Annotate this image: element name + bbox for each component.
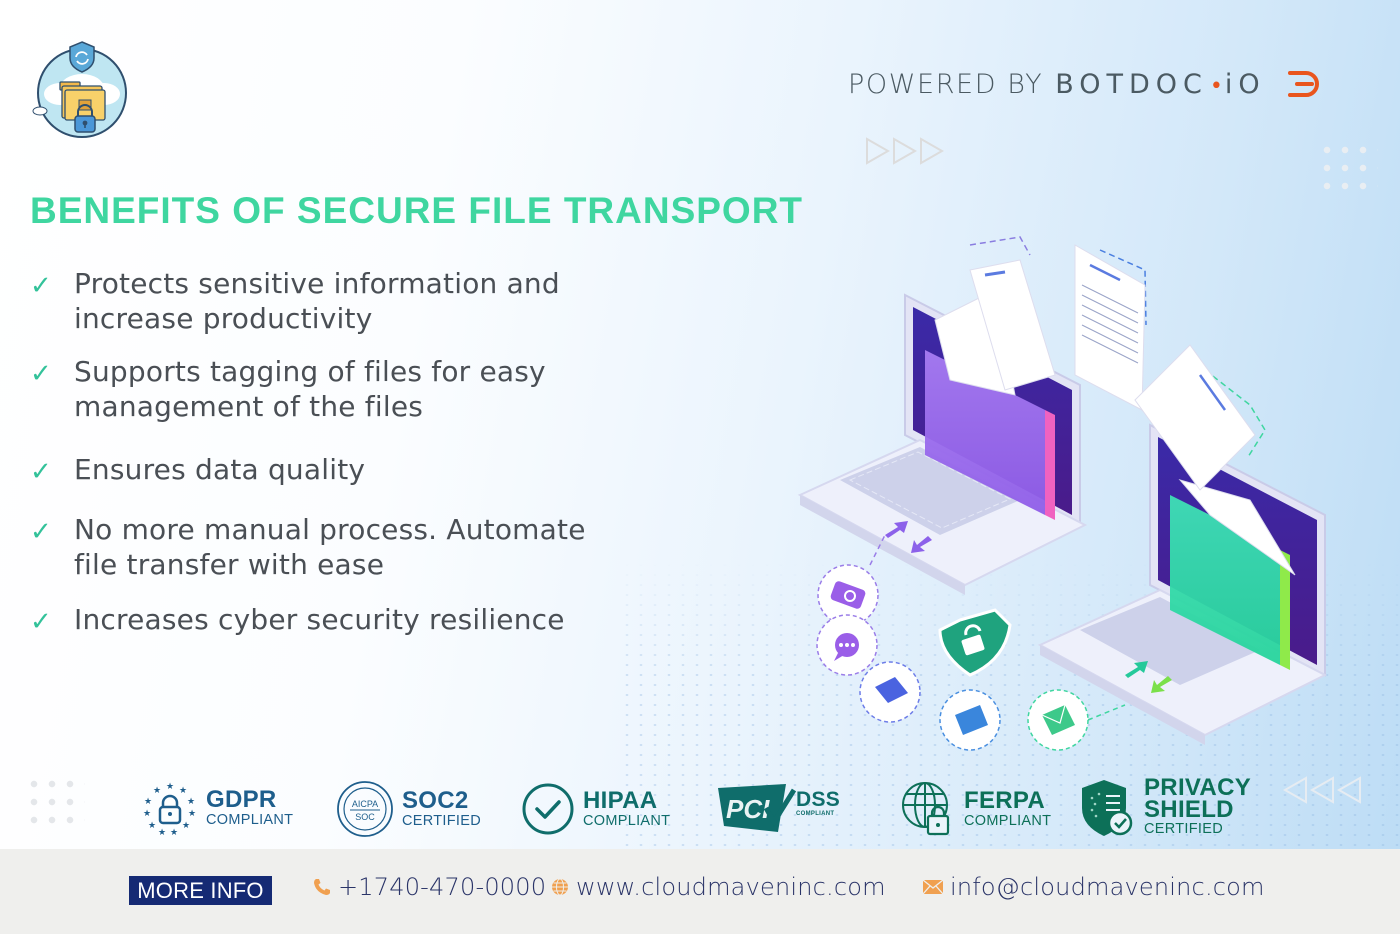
phone-icon bbox=[312, 877, 332, 897]
svg-text:★: ★ bbox=[158, 828, 166, 836]
pci-dss-badge: PCI DSS COMPLIANT bbox=[716, 782, 840, 834]
powered-by-botdoc: POWERED BY BOTDOC•iO bbox=[848, 64, 1320, 104]
ferpa-title: FERPA bbox=[964, 787, 1046, 815]
email-contact[interactable]: info@cloudmaveninc.com bbox=[922, 873, 1265, 901]
right-laptop bbox=[1037, 344, 1328, 745]
svg-text:★: ★ bbox=[143, 809, 151, 819]
checkmark-icon: ✓ bbox=[30, 271, 52, 301]
brand-dot: • bbox=[1209, 73, 1223, 99]
pci-dss-subtitle: COMPLIANT bbox=[796, 811, 835, 817]
svg-text:★: ★ bbox=[153, 786, 161, 796]
privacy-shield-badge: PRIVACY SHIELD CERTIFIED bbox=[1080, 774, 1252, 838]
privacy-shield-title-line2: SHIELD bbox=[1144, 796, 1234, 824]
brand-name: BOTDOC•iO bbox=[1055, 68, 1266, 100]
botdoc-logo-icon bbox=[1287, 71, 1319, 97]
soc2-subtitle: CERTIFIED bbox=[402, 813, 481, 830]
website-contact[interactable]: www.cloudmaveninc.com bbox=[550, 873, 886, 901]
svg-text:PCI: PCI bbox=[726, 794, 770, 824]
ferpa-badge: FERPA COMPLIANT bbox=[900, 780, 1051, 838]
phone-contact[interactable]: +1740-470-0000 bbox=[312, 873, 546, 901]
privacy-shield-title-line1: PRIVACY bbox=[1144, 774, 1252, 802]
benefit-text-line: Protects sensitive information and bbox=[74, 267, 560, 300]
email-link[interactable]: info@cloudmaveninc.com bbox=[950, 873, 1265, 901]
gdpr-lock-stars-icon: ★ ★ ★ ★ ★ ★ ★ ★ ★ ★ ★ bbox=[143, 782, 196, 836]
left-laptop bbox=[797, 259, 1088, 595]
ferpa-subtitle: COMPLIANT bbox=[964, 813, 1052, 830]
soc2-title: SOC2 bbox=[402, 787, 469, 815]
pci-logo-icon: PCI bbox=[718, 784, 796, 832]
more-info-button[interactable]: MORE INFO bbox=[129, 876, 272, 905]
hipaa-check-circle-icon bbox=[522, 783, 574, 835]
soc2-badge: AICPA SOC SOC2 CERTIFIED bbox=[336, 780, 481, 838]
svg-text:★: ★ bbox=[179, 786, 187, 796]
decorative-dots-left bbox=[25, 775, 85, 825]
svg-text:SOC: SOC bbox=[355, 812, 375, 822]
gdpr-badge: ★ ★ ★ ★ ★ ★ ★ ★ ★ ★ ★ GDPR COMPLIA bbox=[142, 780, 293, 836]
benefit-item: ✓ Protects sensitive information and inc… bbox=[30, 266, 560, 336]
decorative-arrows-left-icon bbox=[1282, 776, 1361, 804]
benefit-text-line: Increases cyber security resilience bbox=[74, 603, 565, 636]
ferpa-globe-lock-icon bbox=[902, 782, 950, 836]
hipaa-subtitle: COMPLIANT bbox=[583, 813, 671, 830]
decorative-arrows-icon bbox=[866, 137, 945, 165]
aicpa-soc-seal-icon: AICPA SOC bbox=[337, 781, 393, 837]
benefit-item: ✓ Increases cyber security resilience bbox=[30, 602, 565, 640]
svg-text:★: ★ bbox=[148, 821, 156, 831]
shield-lock-icon bbox=[938, 608, 1012, 677]
svg-text:★: ★ bbox=[187, 797, 195, 807]
benefit-text-line: Supports tagging of files for easy bbox=[74, 355, 546, 388]
decorative-dots bbox=[1318, 141, 1378, 191]
gdpr-title: GDPR bbox=[206, 786, 277, 814]
privacy-shield-icon bbox=[1082, 780, 1133, 836]
mail-icon bbox=[922, 879, 944, 895]
hero-area: POWERED BY BOTDOC•iO BENEFITS OF SECURE … bbox=[0, 38, 1400, 849]
svg-text:AICPA: AICPA bbox=[352, 799, 378, 809]
compliance-badges: ★ ★ ★ ★ ★ ★ ★ ★ ★ ★ ★ GDPR COMPLIA bbox=[0, 770, 1400, 845]
powered-by-label: POWERED BY bbox=[848, 68, 1044, 100]
checkmark-icon: ✓ bbox=[30, 359, 52, 389]
phone-number[interactable]: +1740-470-0000 bbox=[338, 873, 547, 901]
privacy-shield-subtitle: CERTIFIED bbox=[1144, 821, 1223, 838]
footer-contact-bar: MORE INFO +1740-470-0000 www.cloudmaveni… bbox=[0, 849, 1400, 934]
hipaa-title: HIPAA bbox=[583, 787, 658, 815]
page-title: BENEFITS OF SECURE FILE TRANSPORT bbox=[30, 190, 804, 231]
benefit-item: ✓ No more manual process. Automate file … bbox=[30, 512, 586, 582]
globe-icon bbox=[550, 877, 570, 897]
checkmark-icon: ✓ bbox=[30, 607, 52, 637]
laptops-file-transfer-illustration bbox=[797, 236, 1328, 751]
benefit-text-line: No more manual process. Automate bbox=[74, 513, 586, 546]
benefit-text-line: management of the files bbox=[74, 390, 424, 423]
svg-text:★: ★ bbox=[166, 782, 174, 792]
benefit-item: ✓ Ensures data quality bbox=[30, 452, 365, 490]
pci-dss-title: DSS bbox=[796, 788, 841, 811]
benefit-item: ✓ Supports tagging of files for easy man… bbox=[30, 354, 546, 424]
svg-text:★: ★ bbox=[182, 821, 190, 831]
svg-text:★: ★ bbox=[170, 828, 178, 836]
checkmark-icon: ✓ bbox=[30, 517, 52, 547]
benefit-text-line: file transfer with ease bbox=[74, 548, 385, 581]
website-link[interactable]: www.cloudmaveninc.com bbox=[576, 873, 886, 901]
svg-text:★: ★ bbox=[188, 809, 196, 819]
benefit-text-line: increase productivity bbox=[74, 302, 373, 335]
svg-text:★: ★ bbox=[144, 797, 152, 807]
secure-folder-logo bbox=[32, 38, 132, 138]
hipaa-badge: HIPAA COMPLIANT bbox=[521, 782, 670, 836]
checkmark-icon: ✓ bbox=[30, 457, 52, 487]
benefit-text-line: Ensures data quality bbox=[74, 453, 366, 486]
gdpr-subtitle: COMPLIANT bbox=[206, 812, 294, 829]
